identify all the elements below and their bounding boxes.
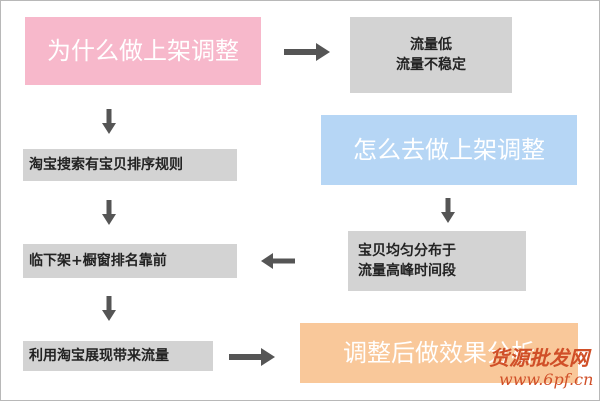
node-near-delist: 临下架+橱窗排名靠前 xyxy=(23,244,237,278)
node-distribute: 宝贝均匀分布于 流量高峰时间段 xyxy=(348,231,526,291)
arrow-right-icon xyxy=(284,43,330,61)
arrow-down-icon xyxy=(441,198,455,223)
node-search-rules: 淘宝搜索有宝贝排序规则 xyxy=(23,149,237,181)
node-low-traffic-line1: 流量低 xyxy=(410,36,452,53)
arrow-right-icon xyxy=(229,348,275,366)
node-display-traffic-label: 利用淘宝展现带来流量 xyxy=(29,347,169,364)
node-why-adjust-label: 为什么做上架调整 xyxy=(47,36,239,65)
node-display-traffic: 利用淘宝展现带来流量 xyxy=(23,341,213,371)
node-distribute-line1: 宝贝均匀分布于 xyxy=(358,242,456,259)
node-how-adjust-label: 怎么去做上架调整 xyxy=(353,135,545,164)
node-low-traffic: 流量低 流量不稳定 xyxy=(350,17,512,93)
node-low-traffic-line2: 流量不稳定 xyxy=(396,57,466,73)
watermark-site-name: 货源批发网 xyxy=(489,346,589,370)
node-near-delist-label: 临下架+橱窗排名靠前 xyxy=(29,252,167,269)
node-why-adjust: 为什么做上架调整 xyxy=(25,17,261,85)
arrow-down-icon xyxy=(102,200,116,225)
node-how-adjust: 怎么去做上架调整 xyxy=(321,115,577,185)
node-effect-analysis-label: 调整后做效果分析 xyxy=(343,338,535,367)
arrow-down-icon xyxy=(102,109,116,134)
node-effect-analysis: 调整后做效果分析 xyxy=(300,323,578,383)
arrow-left-icon xyxy=(261,253,295,269)
arrow-down-icon xyxy=(102,296,116,321)
node-distribute-line2: 流量高峰时间段 xyxy=(358,263,456,279)
watermark-site-url: www.6pf.cn xyxy=(499,370,594,389)
node-search-rules-label: 淘宝搜索有宝贝排序规则 xyxy=(29,156,183,173)
